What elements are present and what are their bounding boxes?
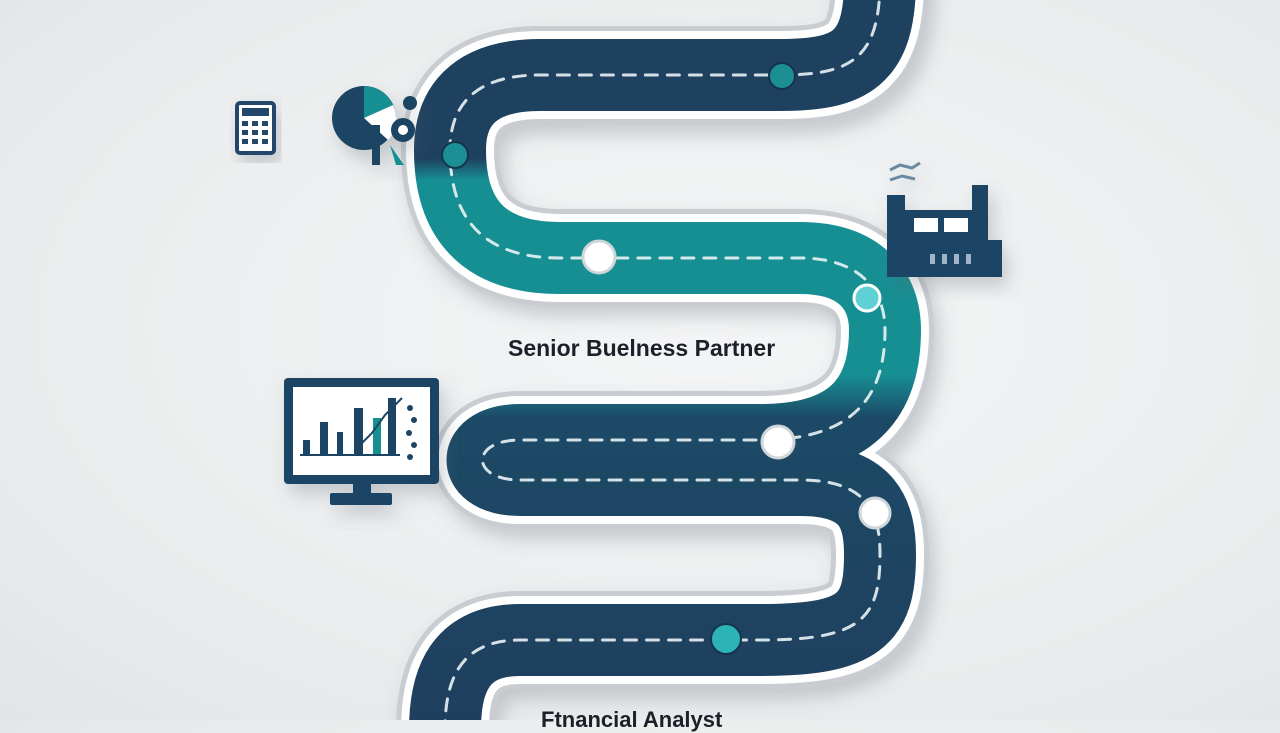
milestone-marker [581, 239, 617, 275]
milestone-marker [768, 62, 796, 90]
milestone-marker [441, 141, 469, 169]
winding-road [396, 0, 934, 720]
factory-icon [887, 161, 1002, 277]
milestone-marker [858, 496, 892, 530]
stage-label-senior-business-partner: Senior Buelness Partner [508, 335, 776, 361]
pie-chart-icon [332, 86, 417, 165]
calculator-icon [235, 101, 276, 155]
milestone-marker [760, 424, 796, 460]
milestone-marker [710, 623, 742, 655]
milestone-markers [441, 62, 892, 655]
milestone-marker [852, 283, 882, 313]
monitor-bar-chart-icon [284, 378, 439, 505]
stage-label-financial-analyst: Ftnancial Analyst [541, 707, 723, 732]
